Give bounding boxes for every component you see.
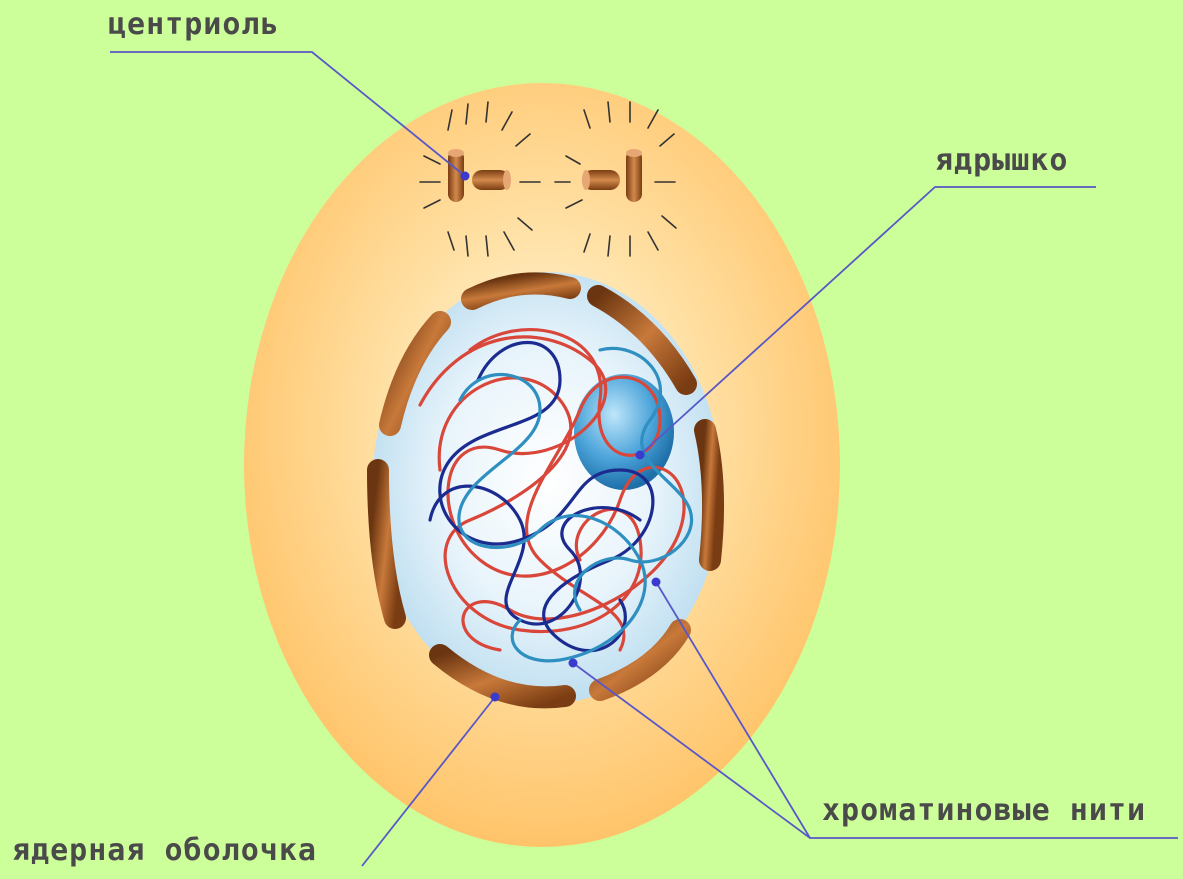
nucleolus-label: ядрышко — [935, 146, 1068, 176]
envelope-segment — [705, 430, 713, 560]
nuclear-envelope-label: ядерная оболочка — [12, 836, 317, 866]
centriole-label: центриоль — [108, 10, 280, 40]
centriole-tube-vertical — [626, 150, 642, 202]
chromatin-label: хроматиновые нити — [822, 796, 1146, 826]
